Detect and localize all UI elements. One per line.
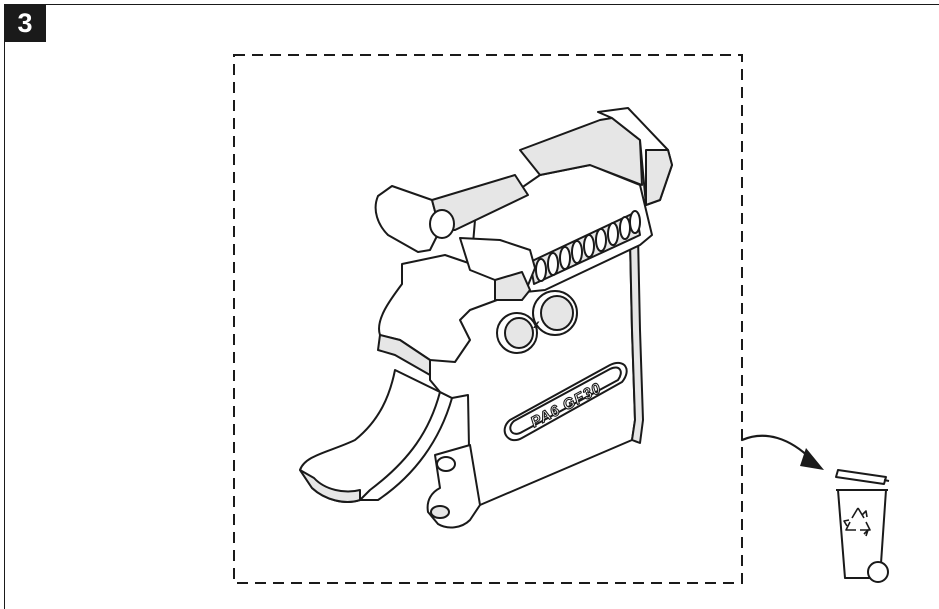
dashed-part-boundary xyxy=(233,54,743,584)
bin-lid-handle xyxy=(883,479,890,482)
foot-hole xyxy=(436,456,456,472)
clip-part: x PA6 GF30 xyxy=(299,107,673,529)
round-button-left-inner xyxy=(504,317,534,349)
step-number-badge: 3 xyxy=(4,4,46,42)
marking-plate xyxy=(503,362,628,441)
figure-frame xyxy=(4,4,939,609)
foot-slot xyxy=(430,505,450,519)
recycle-symbol-icon xyxy=(843,507,871,537)
spring-coil xyxy=(529,210,641,285)
curved-arrow-icon xyxy=(740,434,824,470)
end-cap-face xyxy=(645,149,673,206)
lever-arm xyxy=(299,369,441,503)
clamp-ring-shadow xyxy=(494,271,531,301)
round-button-right-inner xyxy=(540,295,574,331)
recycle-bin-icon xyxy=(835,469,890,583)
marking-plate-inner xyxy=(509,366,622,435)
lever-arm-edge xyxy=(359,391,453,501)
housing-side xyxy=(629,235,644,444)
tab-pivot xyxy=(429,209,455,239)
upper-frame-top xyxy=(519,117,643,186)
lever-arm-tip xyxy=(299,469,361,503)
button-cross-mark: x xyxy=(533,317,540,331)
bin-wheel xyxy=(867,561,889,583)
bin-lid xyxy=(835,469,887,485)
front-clamp-face xyxy=(377,334,431,376)
